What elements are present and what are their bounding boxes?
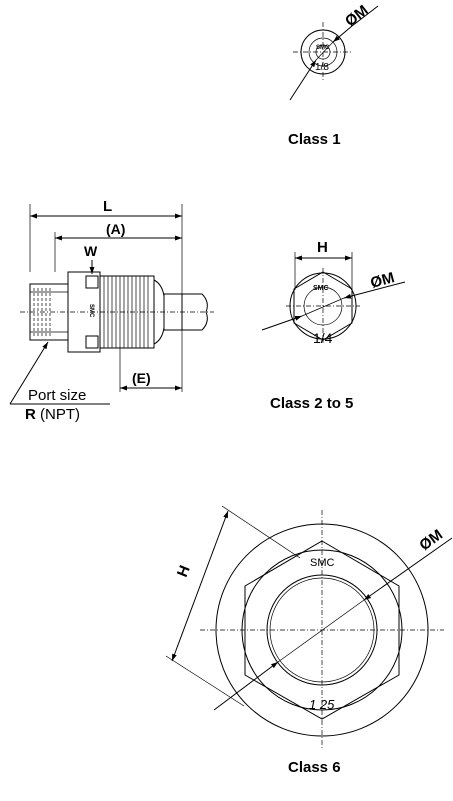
- front-dim-m-label: ØM: [369, 269, 397, 292]
- class2to5-caption: Class 2 to 5: [270, 395, 353, 412]
- class1-dim-m-arrow-top: [332, 25, 353, 43]
- dim-l-label: L: [103, 198, 112, 215]
- front-dim-h-label: H: [317, 239, 328, 256]
- class1-front-view: ØM SMC 1/8: [289, 2, 379, 101]
- thread-r-label: R: [25, 406, 36, 423]
- class6-dim-m-arrow-bottom: [213, 661, 279, 711]
- thread-npt-label: (NPT): [40, 406, 80, 423]
- port-size-leader: [9, 341, 49, 405]
- front-dim-m-arrow-bottom: [261, 315, 303, 331]
- class6-caption: Class 6: [288, 759, 341, 776]
- class2to5-front-view: H ØM SMC 1/4: [261, 239, 406, 346]
- class6-size-mark: 1 25: [309, 697, 335, 712]
- front-smc-mark: SMC: [313, 285, 329, 292]
- class6-dim-m-label: ØM: [416, 526, 446, 554]
- front-dim-m-arrow-top: [343, 281, 406, 299]
- dim-w-label: W: [84, 243, 98, 259]
- class1-dim-m-label: ØM: [342, 2, 372, 30]
- class1-caption: Class 1: [288, 131, 341, 148]
- class1-smc-mark: SMC: [316, 45, 330, 51]
- class2to5-side-view: L (A) W SMC: [9, 198, 214, 423]
- side-smc-mark: SMC: [88, 304, 94, 318]
- class6-front-view: H ØM SMC 1 25: [165, 505, 453, 750]
- tube-stub: [182, 293, 208, 331]
- class6-smc-mark: SMC: [310, 557, 335, 569]
- dim-a-label: (A): [106, 221, 125, 237]
- class1-dim-m-arrow-bottom: [289, 59, 317, 101]
- class6-dim-h-label: H: [174, 563, 194, 579]
- class6-hex-outline: [244, 540, 400, 720]
- class6-dim-h-line: [171, 510, 229, 662]
- class6-dim-m-arrow-top: [363, 537, 453, 601]
- port-size-label: Port size: [28, 387, 86, 404]
- dim-e-label: (E): [132, 370, 151, 386]
- class1-size-mark: 1/8: [315, 62, 329, 73]
- front-size-mark: 1/4: [313, 330, 333, 346]
